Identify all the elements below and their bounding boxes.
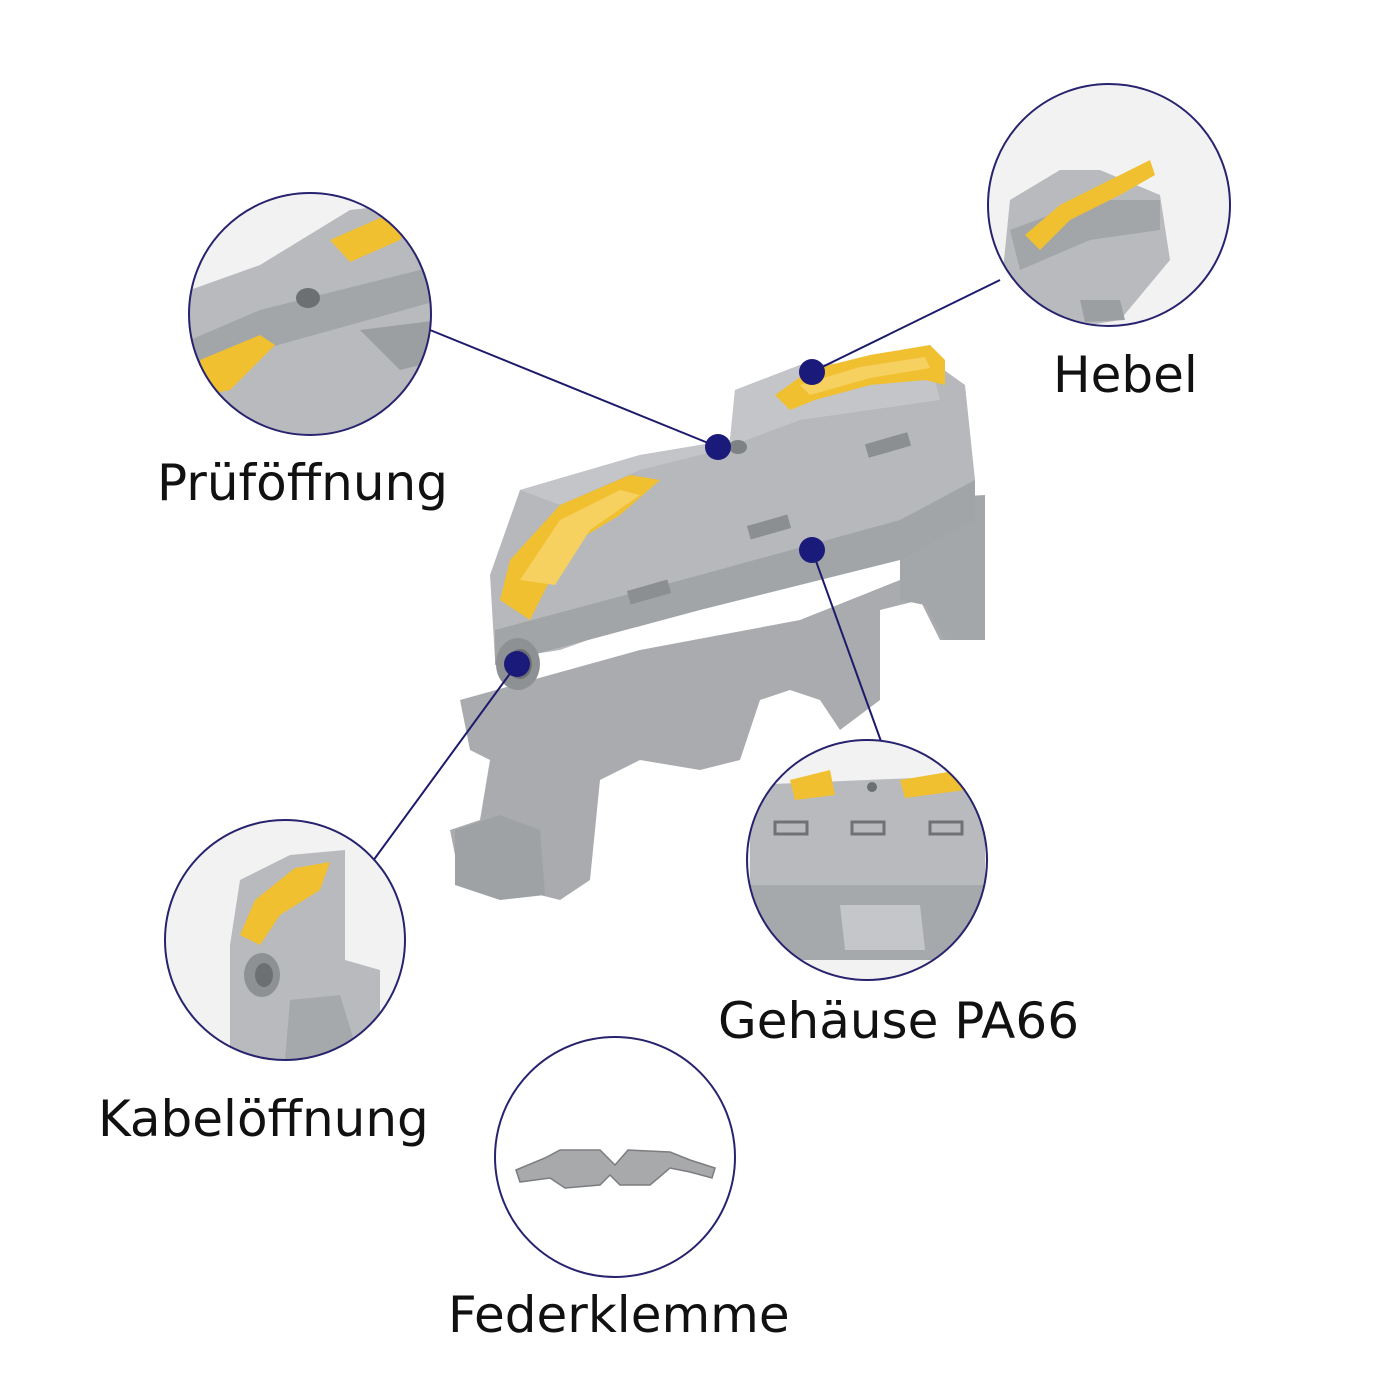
terminal-block-image (450, 345, 985, 900)
callout-dot-gehaeuse (799, 537, 825, 563)
spring-clamp-image (515, 1149, 716, 1189)
callout-dot-kabel (504, 651, 530, 677)
callout-lines (369, 279, 1001, 866)
detail-circle-gehaeuse (746, 739, 988, 981)
label-kabel: Kabelöffnung (98, 1090, 429, 1148)
label-prueffnung: Prüföffnung (157, 454, 448, 512)
detail-circle-hebel (987, 83, 1231, 327)
callout-line-hebel (811, 279, 1001, 373)
callout-dot-prueffnung (705, 434, 731, 460)
detail-circle-prueffnung (188, 192, 432, 436)
callout-line-prueffnung (429, 329, 719, 448)
detail-circle-feder (494, 1036, 736, 1278)
callout-dot-hebel (799, 359, 825, 385)
callout-line-kabel (369, 663, 518, 866)
label-gehaeuse: Gehäuse PA66 (718, 992, 1080, 1050)
label-feder: Federklemme (448, 1286, 790, 1344)
detail-circle-kabel (164, 819, 406, 1061)
callout-line-gehaeuse (811, 549, 883, 745)
label-hebel: Hebel (1053, 346, 1198, 404)
